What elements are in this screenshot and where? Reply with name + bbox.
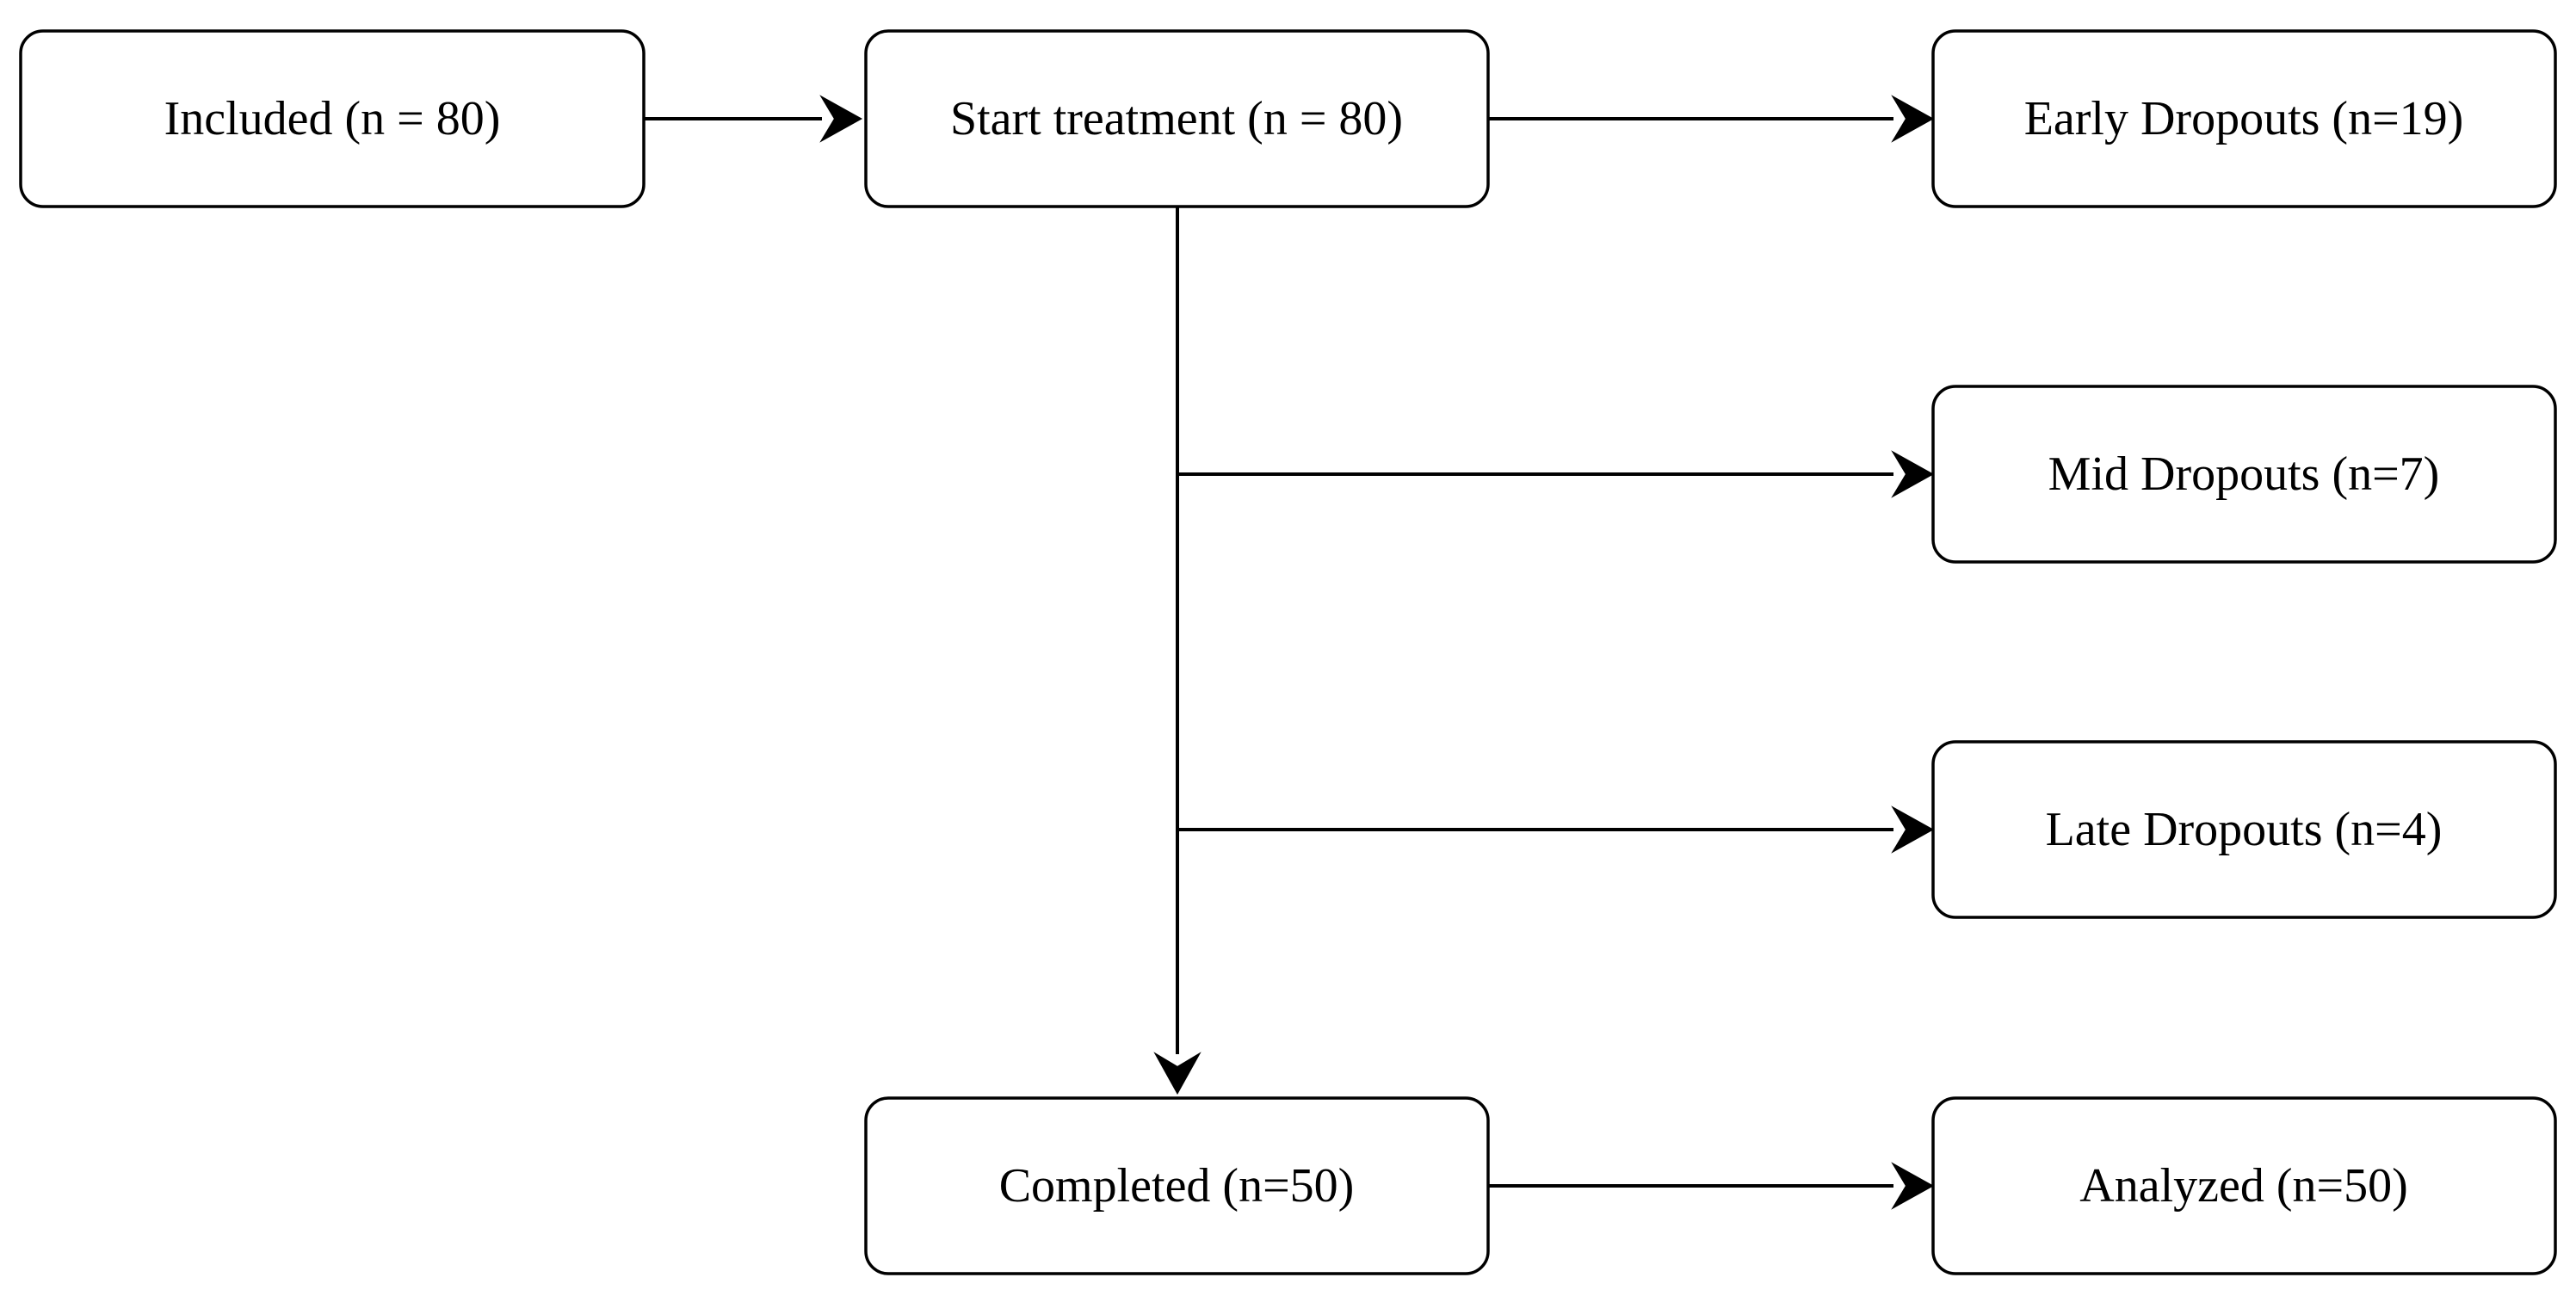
node-start-treatment-label: Start treatment (n = 80) — [950, 92, 1403, 145]
node-included-label: Included (n = 80) — [164, 92, 501, 145]
node-early-dropouts-label: Early Dropouts (n=19) — [2024, 92, 2464, 145]
node-completed: Completed (n=50) — [864, 1096, 1490, 1275]
edge-branch-to-mid-dropouts — [1177, 450, 1935, 498]
edge-branch-to-late-dropouts — [1177, 805, 1935, 854]
node-completed-label: Completed (n=50) — [999, 1159, 1355, 1213]
node-late-dropouts-label: Late Dropouts (n=4) — [2046, 803, 2443, 856]
edge-start-to-completed — [1153, 207, 1202, 1095]
edge-start-to-early-dropouts — [1488, 95, 1935, 143]
node-analyzed: Analyzed (n=50) — [1931, 1096, 2557, 1275]
node-included: Included (n = 80) — [19, 29, 646, 208]
node-mid-dropouts: Mid Dropouts (n=7) — [1931, 385, 2557, 564]
node-start-treatment: Start treatment (n = 80) — [864, 29, 1490, 208]
edge-completed-to-analyzed — [1488, 1162, 1935, 1210]
node-analyzed-label: Analyzed (n=50) — [2079, 1159, 2407, 1213]
node-mid-dropouts-label: Mid Dropouts (n=7) — [2048, 447, 2440, 501]
node-early-dropouts: Early Dropouts (n=19) — [1931, 29, 2557, 208]
edge-included-to-start — [644, 95, 863, 143]
node-late-dropouts: Late Dropouts (n=4) — [1931, 740, 2557, 919]
